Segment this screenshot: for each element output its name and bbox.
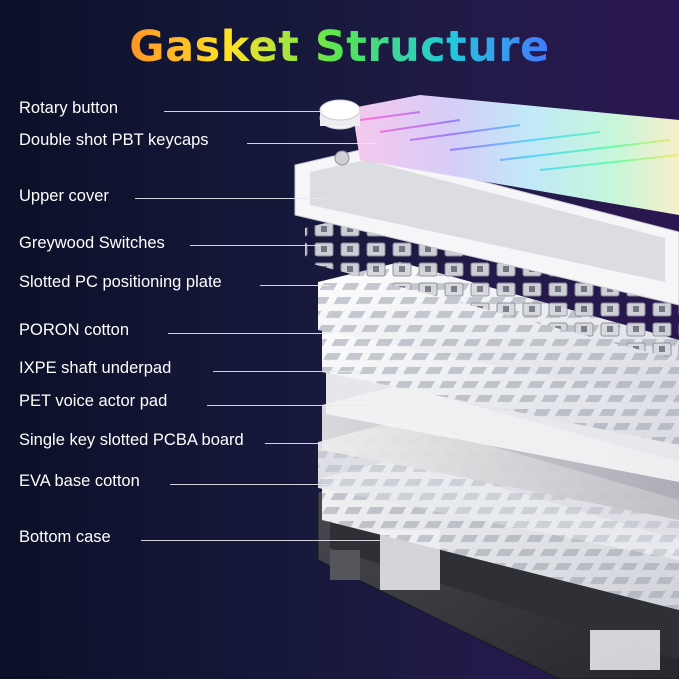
label-keycaps: Double shot PBT keycaps — [19, 131, 209, 149]
label-eva-base-cotton: EVA base cotton — [19, 472, 140, 490]
label-switches: Greywood Switches — [19, 234, 165, 252]
leader-pcba-board — [265, 443, 345, 444]
label-upper-cover: Upper cover — [19, 187, 109, 205]
leader-positioning-plate — [260, 285, 330, 286]
leader-eva-base-cotton — [170, 484, 335, 485]
positioning-plate-layer — [318, 262, 679, 402]
label-bottom-case: Bottom case — [19, 528, 111, 546]
rotary-knob — [319, 99, 361, 166]
keycaps-layer — [352, 95, 679, 215]
label-positioning-plate: Slotted PC positioning plate — [19, 273, 222, 291]
label-ixpe-underpad: IXPE shaft underpad — [19, 359, 172, 377]
leader-poron-cotton — [168, 333, 333, 334]
label-pcba-board: Single key slotted PCBA board — [19, 431, 244, 449]
leader-keycaps — [247, 143, 377, 144]
label-pet-pad: PET voice actor pad — [19, 392, 168, 410]
leader-upper-cover — [135, 198, 325, 199]
diagram-title: Gasket Structure — [0, 22, 679, 72]
label-rotary-button: Rotary button — [19, 99, 119, 117]
leader-ixpe-underpad — [213, 371, 363, 372]
leader-rotary-button — [164, 111, 324, 112]
leader-pet-pad — [207, 405, 367, 406]
label-poron-cotton: PORON cotton — [19, 321, 130, 339]
switches-layer — [305, 205, 679, 360]
leader-bottom-case — [141, 540, 381, 541]
leader-switches — [190, 245, 320, 246]
upper-cover-layer — [294, 149, 679, 306]
